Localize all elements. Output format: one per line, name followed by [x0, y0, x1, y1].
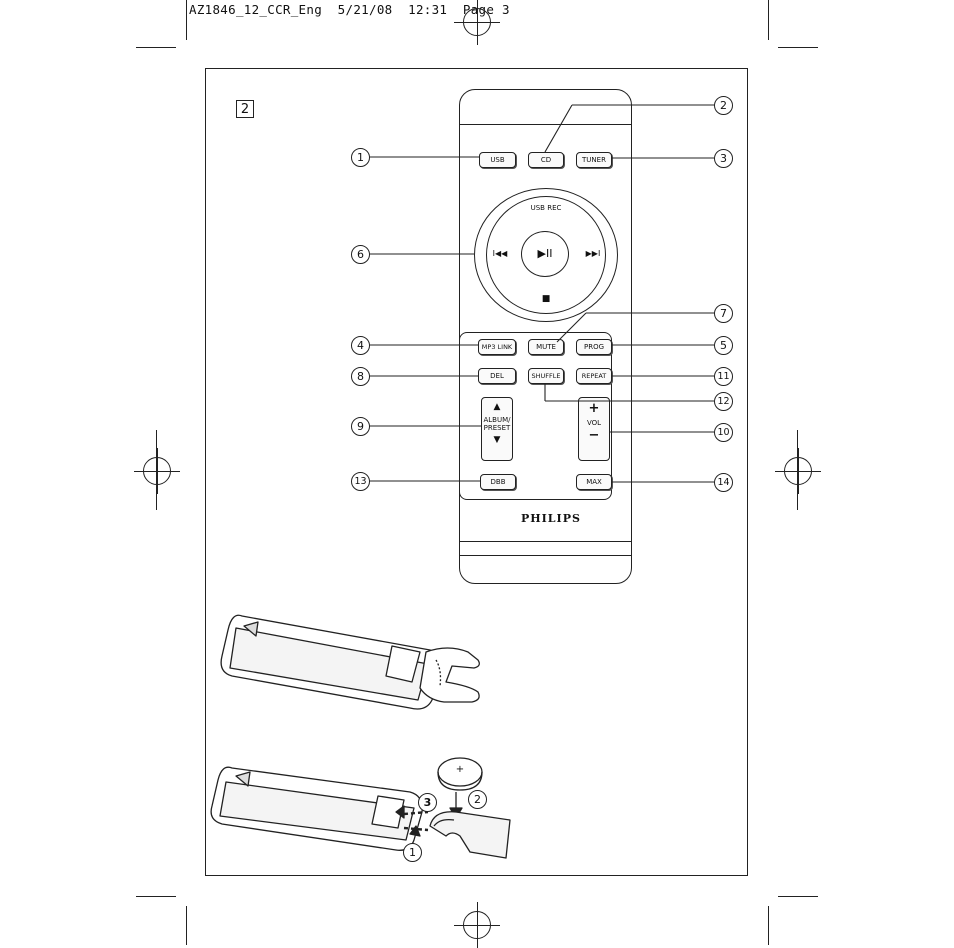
callout-2: 2 — [714, 96, 733, 115]
print-slug: AZ1846_12_CCR_Eng 5/21/08 12:31 Page 3 — [189, 2, 510, 17]
callout-14: 14 — [714, 473, 733, 492]
mute-button[interactable]: MUTE — [528, 339, 564, 355]
usb-rec-button[interactable]: USB REC — [530, 204, 562, 212]
callout-13: 13 — [351, 472, 370, 491]
album-preset-rocker[interactable]: ▲ ALBUM/ PRESET ▼ — [481, 397, 513, 461]
volume-rocker[interactable]: + VOL − — [578, 397, 610, 461]
navigation-pad[interactable] — [486, 196, 606, 314]
max-button[interactable]: MAX — [576, 474, 612, 490]
registration-mark-icon — [454, 902, 500, 948]
remote-control-body — [459, 89, 632, 584]
crop-mark — [778, 896, 818, 898]
volume-down-icon[interactable]: − — [588, 428, 600, 443]
brand-logo: PHILIPS — [521, 512, 581, 525]
navigation-ring — [474, 188, 618, 322]
callout-9: 9 — [351, 417, 370, 436]
callout-6: 6 — [351, 245, 370, 264]
remote-bottom-divider — [459, 555, 632, 557]
crop-mark — [768, 0, 770, 40]
callout-7: 7 — [714, 304, 733, 323]
play-pause-button[interactable]: ▶II — [521, 231, 569, 277]
dbb-button[interactable]: DBB — [480, 474, 516, 490]
cd-button[interactable]: CD — [528, 152, 564, 168]
callout-5: 5 — [714, 336, 733, 355]
callout-12: 12 — [714, 392, 733, 411]
function-button-panel — [459, 332, 612, 500]
crop-mark — [136, 896, 176, 898]
figure-frame — [205, 68, 748, 876]
callout-11: 11 — [714, 367, 733, 386]
callout-8: 8 — [351, 367, 370, 386]
tuner-button[interactable]: TUNER — [576, 152, 612, 168]
figure-number: 2 — [236, 100, 254, 118]
volume-up-icon[interactable]: + — [588, 401, 600, 416]
album-preset-label: ALBUM/ PRESET — [483, 416, 511, 432]
album-down-arrow-icon[interactable]: ▼ — [493, 435, 501, 445]
step-callout-2: 2 — [468, 790, 487, 809]
crop-mark — [768, 906, 770, 945]
crop-mark — [186, 906, 188, 945]
repeat-button[interactable]: REPEAT — [576, 368, 612, 384]
next-button[interactable]: ▶▶I — [585, 249, 601, 258]
registration-mark-icon — [454, 0, 500, 45]
remote-bottom-divider — [459, 541, 632, 543]
crop-mark — [778, 47, 818, 49]
callout-10: 10 — [714, 423, 733, 442]
callout-4: 4 — [351, 336, 370, 355]
coin-battery-plus-icon: + — [455, 764, 465, 775]
crop-mark — [136, 47, 176, 49]
album-up-arrow-icon[interactable]: ▲ — [493, 402, 501, 412]
mp3-link-button[interactable]: MP3 LINK — [478, 339, 516, 355]
callout-1: 1 — [351, 148, 370, 167]
stop-button[interactable]: ■ — [541, 294, 551, 304]
prog-button[interactable]: PROG — [576, 339, 612, 355]
shuffle-button[interactable]: SHUFFLE — [528, 368, 564, 384]
step-callout-3: 3 — [418, 793, 437, 812]
registration-mark-icon — [134, 448, 180, 494]
step-callout-1: 1 — [403, 843, 422, 862]
del-button[interactable]: DEL — [478, 368, 516, 384]
remote-top-divider — [459, 124, 632, 126]
crop-mark — [186, 0, 188, 40]
callout-3: 3 — [714, 149, 733, 168]
volume-label: VOL — [586, 419, 602, 427]
previous-button[interactable]: I◀◀ — [492, 249, 508, 258]
usb-button[interactable]: USB — [479, 152, 516, 168]
registration-mark-icon — [775, 448, 821, 494]
